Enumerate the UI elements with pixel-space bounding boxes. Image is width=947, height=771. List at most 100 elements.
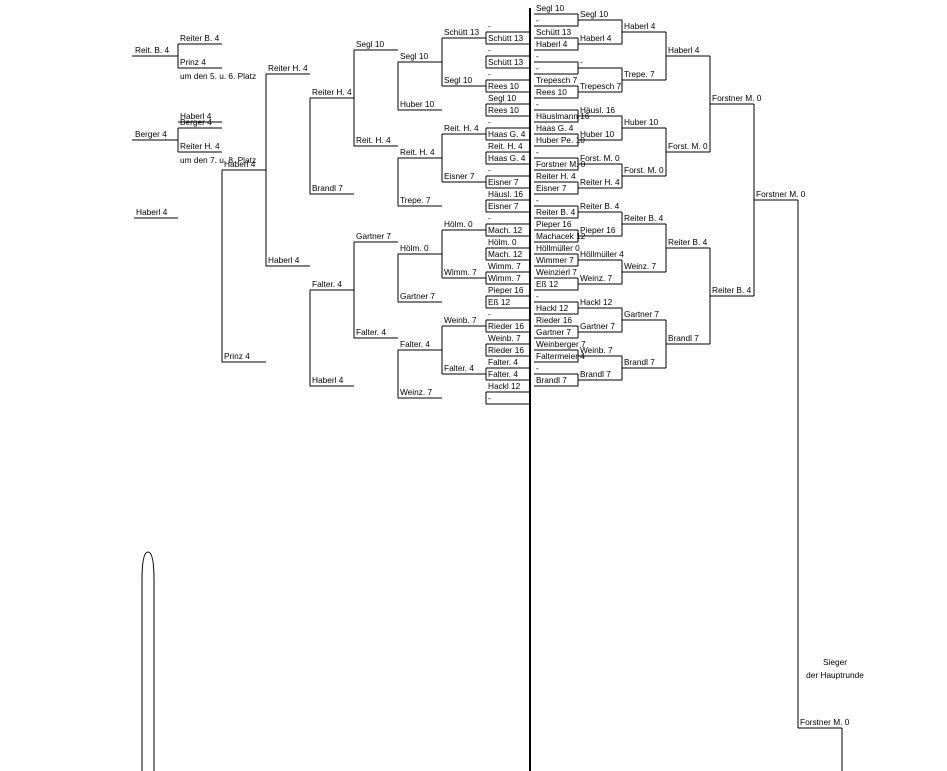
- left-round1-entry: -: [488, 213, 491, 223]
- right-round3-entry: Gartner 7: [624, 309, 659, 319]
- right-round1-entry: Faltermeier 4: [536, 351, 585, 361]
- left-round1-entry: -: [488, 309, 491, 319]
- left-round1-entry: -: [488, 165, 491, 175]
- right-round1-entry: Hackl 12: [536, 303, 569, 313]
- placement-5-6-top: Reiter B. 4: [180, 33, 220, 43]
- right-round1-entry: -: [536, 291, 539, 301]
- right-round3-entry: Forst. M. 0: [624, 165, 664, 175]
- left-round2-entry: Hölm. 0: [444, 219, 473, 229]
- winner-caption-line1: Sieger: [823, 657, 847, 667]
- placement-7-8-bottom: Reiter H. 4: [180, 141, 220, 151]
- winner-caption-line2: der Hauptrunde: [806, 670, 864, 680]
- left-round8-entry: Haberl 4: [180, 111, 212, 121]
- left-round1-entry: Weinb. 7: [488, 333, 521, 343]
- winner-caption: Sieger der Hauptrunde: [800, 656, 870, 682]
- left-round1-entry: Mach. 12: [488, 249, 523, 259]
- left-round2-entry: Reit. H. 4: [444, 123, 479, 133]
- right-round5-entry: Reiter B. 4: [712, 285, 752, 295]
- right-round2-entry: Häusl. 16: [580, 105, 615, 115]
- right-round1-entry: -: [536, 99, 539, 109]
- right-round1-entry: Machacek 12: [536, 231, 586, 241]
- left-round2-entry: Falter. 4: [444, 363, 474, 373]
- left-round1-entry: Rees 10: [488, 81, 519, 91]
- left-round1-entry: Pieper 16: [488, 285, 524, 295]
- bracket-curve: [141, 551, 155, 771]
- left-round2-entry: Weinb. 7: [444, 315, 477, 325]
- right-round1-entry: Eisner 7: [536, 183, 567, 193]
- left-round1-entry: Eisner 7: [488, 177, 519, 187]
- right-round5-entry: Forstner M. 0: [712, 93, 762, 103]
- right-round1-entry: Eß 12: [536, 279, 559, 289]
- left-round5-entry: Haberl 4: [312, 375, 344, 385]
- left-round1-entry: Haas G. 4: [488, 153, 526, 163]
- right-round2-entry: Gartner 7: [580, 321, 615, 331]
- right-round1-entry: Wimmer 7: [536, 255, 574, 265]
- right-round1-entry: -: [536, 147, 539, 157]
- right-round2-entry: Forst. M. 0: [580, 153, 620, 163]
- right-round1-entry: Weinzierl 7: [536, 267, 577, 277]
- left-round3-entry: Segl 10: [400, 51, 429, 61]
- left-round1-entry: Wimm. 7: [488, 273, 521, 283]
- left-round1-entry: Reit. H. 4: [488, 141, 523, 151]
- right-round3-entry: Trepe. 7: [624, 69, 655, 79]
- left-round1-entry: Eß 12: [488, 297, 511, 307]
- right-round3-entry: Huber 10: [624, 117, 659, 127]
- right-round1-entry: Höllmüller 0: [536, 243, 580, 253]
- right-round1-entry: Schütt 13: [536, 27, 571, 37]
- left-round1-entry: -: [488, 69, 491, 79]
- right-round1-entry: Segl 10: [536, 3, 565, 13]
- left-round1-entry: Haas G. 4: [488, 129, 526, 139]
- left-round1-entry: Falter. 4: [488, 369, 518, 379]
- right-round4-entry: Forst. M. 0: [668, 141, 708, 151]
- right-round2-entry: Huber 10: [580, 129, 615, 139]
- right-round1-entry: Haberl 4: [536, 39, 568, 49]
- right-round1-entry: -: [536, 15, 539, 25]
- right-round2-entry: Hackl 12: [580, 297, 613, 307]
- right-round1-entry: Trepesch 7: [536, 75, 578, 85]
- right-round1-entry: Reiter H. 4: [536, 171, 576, 181]
- left-round6-entry: Haberl 4: [268, 255, 300, 265]
- left-round1-entry: -: [488, 393, 491, 403]
- left-round1-entry: Hölm. 0: [488, 237, 517, 247]
- right-round2-entry: Haberl 4: [580, 33, 612, 43]
- left-round2-entry: Wimm. 7: [444, 267, 477, 277]
- right-round1-entry: Rieder 16: [536, 315, 572, 325]
- right-round1-entry: -: [536, 195, 539, 205]
- left-round5-entry: Falter. 4: [312, 279, 342, 289]
- right-round6-entry: Forstner M. 0: [756, 189, 806, 199]
- right-round3-entry: Weinz. 7: [624, 261, 657, 271]
- left-round1-entry: Falter. 4: [488, 357, 518, 367]
- left-round3-entry: Reit. H. 4: [400, 147, 435, 157]
- left-round9-entry: Haberl 4: [136, 207, 168, 217]
- right-round2-entry: Reiter H. 4: [580, 177, 620, 187]
- left-round5-entry: Brandl 7: [312, 183, 343, 193]
- right-round2-entry: Segl 10: [580, 9, 609, 19]
- left-round1-entry: Eisner 7: [488, 201, 519, 211]
- left-round2-entry: Segl 10: [444, 75, 473, 85]
- right-round2-entry: Trepesch 7: [580, 81, 622, 91]
- right-round1-entry: Gartner 7: [536, 327, 571, 337]
- right-round1-entry: Rees 10: [536, 87, 567, 97]
- left-round6-entry: Reiter H. 4: [268, 63, 308, 73]
- right-round4-entry: Haberl 4: [668, 45, 700, 55]
- right-round1-entry: Brandl 7: [536, 375, 567, 385]
- placement-7-8-caption: um den 7. u. 8. Platz: [180, 155, 256, 165]
- winner-entry: Forstner M. 0: [800, 717, 850, 727]
- right-round1-entry: Häuslmann 16: [536, 111, 590, 121]
- left-round1-entry: Schütt 13: [488, 57, 523, 67]
- left-round3-entry: Gartner 7: [400, 291, 435, 301]
- left-round3-entry: Hölm. 0: [400, 243, 429, 253]
- bracket-lines: [134, 13, 843, 771]
- left-round1-entry: -: [488, 117, 491, 127]
- right-round1-entry: Huber Pe. 10: [536, 135, 585, 145]
- left-round7-entry: Haberl 4: [224, 159, 256, 169]
- left-round4-entry: Segl 10: [356, 39, 385, 49]
- placement-5-6-caption: um den 5. u. 6. Platz: [180, 71, 256, 81]
- left-round3-entry: Falter. 4: [400, 339, 430, 349]
- right-round1-entry: Reiter B. 4: [536, 207, 576, 217]
- left-round1-entry: Wimm. 7: [488, 261, 521, 271]
- placement-7-8-group: Berger 4 Berger 4 Reiter H. 4 um den 7. …: [132, 117, 256, 165]
- left-round1-entry: Schütt 13: [488, 33, 523, 43]
- right-round1-entry: Weinberger 7: [536, 339, 586, 349]
